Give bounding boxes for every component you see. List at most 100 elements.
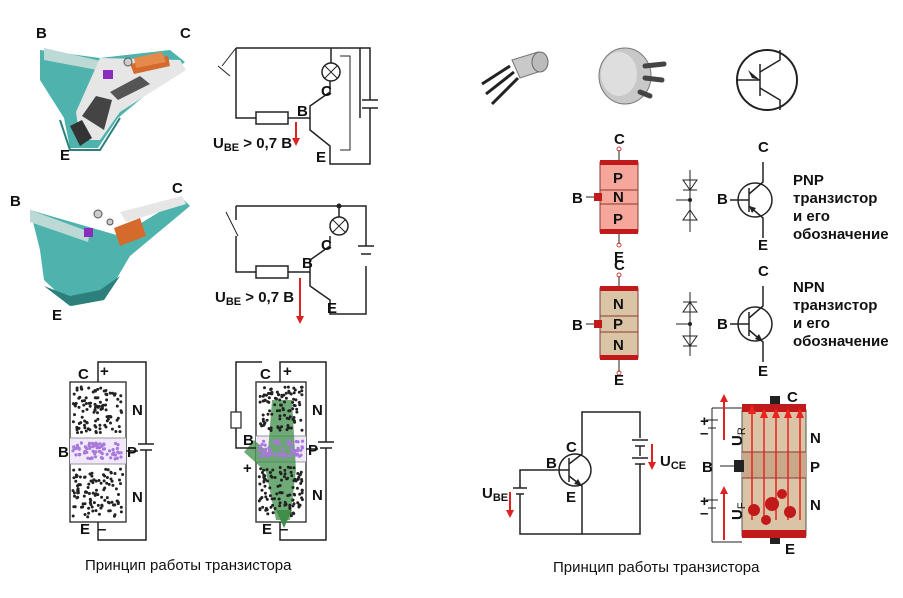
carrier-dot — [89, 499, 93, 503]
carrier-dot — [300, 428, 304, 432]
carrier-dot — [94, 431, 98, 435]
carrier-dot — [79, 441, 83, 445]
carrier-dot — [289, 453, 293, 458]
carrier-dot — [96, 411, 99, 415]
pipe2-label-e: E — [52, 307, 62, 324]
carrier-dot — [75, 386, 79, 390]
carrier-dot — [113, 393, 116, 397]
carrier-dot — [287, 426, 291, 430]
carrier-dot — [116, 443, 120, 447]
carrier-dot — [267, 396, 271, 400]
carrier-dot — [77, 426, 81, 430]
carrier-dot — [87, 506, 91, 510]
carrier-dot — [290, 474, 294, 478]
carrier-dot — [110, 479, 114, 483]
carrier-dot — [300, 439, 305, 443]
carrier-dot — [113, 513, 117, 517]
carrier-dot — [290, 442, 294, 447]
carrier-dot — [282, 475, 286, 479]
carrier-dot — [92, 501, 96, 505]
carrier-dot — [260, 488, 264, 492]
carrier-dot — [90, 441, 95, 446]
carrier-dot — [93, 389, 97, 392]
carrier-dot — [266, 479, 269, 483]
circuit2-ube-label: UBE > 0,7 B — [215, 289, 294, 308]
carrier-dot — [297, 390, 301, 394]
carrier-dot — [80, 430, 83, 434]
carrier-dot — [97, 449, 101, 453]
carrier-dot — [283, 468, 287, 472]
carrier-dot — [298, 403, 302, 407]
circuit2-label-b: B — [302, 255, 313, 272]
carrier-dot — [283, 413, 286, 417]
carrier-dot — [300, 393, 304, 397]
carrier-dot — [275, 492, 279, 496]
block2-label-plus-top: + — [283, 363, 292, 380]
carrier-dot — [80, 415, 84, 419]
block3-plus-2: + — [700, 493, 709, 510]
carrier-dot — [108, 391, 112, 395]
carrier-dot — [101, 403, 105, 407]
carrier-dot — [96, 503, 100, 507]
block3-uf-label: UF — [729, 502, 748, 520]
carrier-dot — [98, 427, 102, 431]
carrier-dot — [104, 403, 108, 407]
carrier-dot — [118, 478, 121, 482]
carrier-dot — [89, 479, 93, 483]
npn-current-flow-block — [706, 394, 807, 544]
carrier-dot — [286, 424, 290, 427]
carrier-dot — [105, 481, 109, 485]
carrier-dot — [287, 409, 291, 413]
carrier-dot — [104, 408, 108, 412]
carrier-dot — [112, 451, 116, 455]
carrier-dot — [87, 511, 91, 515]
carrier-dot — [95, 446, 99, 450]
carrier-dot — [77, 446, 81, 450]
carrier-dot — [88, 404, 92, 408]
block1-label-e: E — [80, 521, 90, 538]
pnp-layer-1: P — [613, 170, 623, 187]
carrier-dot — [78, 483, 81, 487]
carrier-dot — [289, 466, 292, 470]
carrier-dot — [278, 501, 282, 505]
pnp-symbol-b: B — [717, 191, 728, 208]
carrier-dot — [101, 443, 105, 447]
carrier-dot — [275, 409, 279, 413]
carrier-dot — [75, 388, 79, 392]
pipe-illustration-1 — [40, 48, 186, 151]
carrier-dot — [299, 448, 303, 452]
carrier-dot — [95, 396, 98, 400]
block3-label-e: E — [785, 541, 795, 558]
carrier-dot — [91, 509, 95, 513]
carrier-dot — [73, 505, 77, 509]
carrier-dot — [268, 471, 272, 474]
pnp-label-c: C — [614, 131, 625, 148]
carrier-dot — [275, 439, 279, 443]
carrier-dot — [109, 456, 113, 460]
carrier-dot — [81, 505, 85, 509]
carrier-dot — [74, 473, 78, 477]
pnp-label-b: B — [572, 190, 583, 207]
carrier-dot — [83, 475, 87, 479]
npn-label-b: B — [572, 317, 583, 334]
carrier-dot — [269, 474, 273, 478]
carrier-dot — [107, 414, 111, 418]
carrier-dot — [289, 426, 293, 430]
carrier-dot — [90, 474, 94, 478]
carrier-dot — [76, 431, 79, 435]
carrier-dot — [291, 407, 295, 411]
carrier-dot — [113, 453, 117, 457]
carrier-dot — [107, 482, 111, 486]
carrier-dot — [83, 426, 87, 430]
npn-layer-1: N — [613, 296, 624, 313]
pnp-symbol-e: E — [758, 237, 768, 254]
carrier-dot — [299, 418, 303, 422]
carrier-dot — [272, 453, 276, 457]
block2-label-n-bottom: N — [312, 487, 323, 504]
transistor-symbol-icon — [736, 49, 798, 111]
carrier-dot — [84, 402, 88, 405]
pipe1-label-e: E — [60, 147, 70, 164]
carrier-dot — [261, 505, 265, 509]
